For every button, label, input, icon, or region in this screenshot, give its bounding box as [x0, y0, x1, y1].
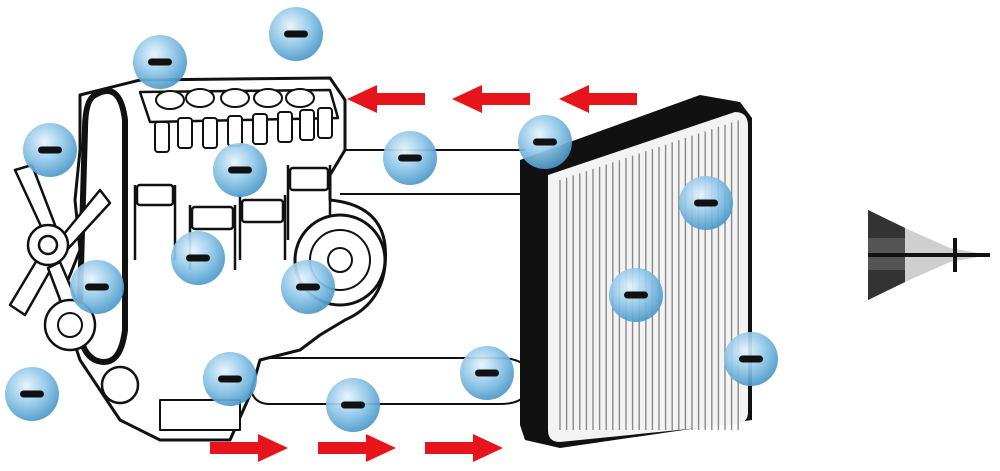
airflow-arrow-icon: [425, 434, 503, 462]
negative-ion-emitter-icon: [868, 210, 990, 300]
airflow-arrow-icon: [559, 85, 637, 113]
negative-ion-icon: [5, 367, 59, 421]
negative-ions: [5, 7, 778, 432]
negative-ion-icon: [133, 35, 187, 89]
airflow-arrow-icon: [210, 434, 288, 462]
negative-ion-icon: [518, 115, 572, 169]
negative-ion-icon: [171, 231, 225, 285]
negative-ion-icon: [23, 123, 77, 177]
negative-ion-icon: [213, 143, 267, 197]
airflow-arrow-icon: [452, 85, 530, 113]
negative-ion-icon: [609, 268, 663, 322]
negative-ion-icon: [203, 352, 257, 406]
negative-ion-icon: [724, 332, 778, 386]
negative-ion-icon: [326, 378, 380, 432]
negative-ion-icon: [70, 260, 124, 314]
negative-ion-icon: [679, 176, 733, 230]
airflow-arrow-icon: [347, 85, 425, 113]
negative-ion-icon: [383, 131, 437, 185]
negative-ion-icon: [460, 346, 514, 400]
airflow-arrow-icon: [318, 434, 396, 462]
negative-ion-icon: [281, 260, 335, 314]
negative-ion-icon: [269, 7, 323, 61]
airflow-arrows: [210, 85, 637, 462]
